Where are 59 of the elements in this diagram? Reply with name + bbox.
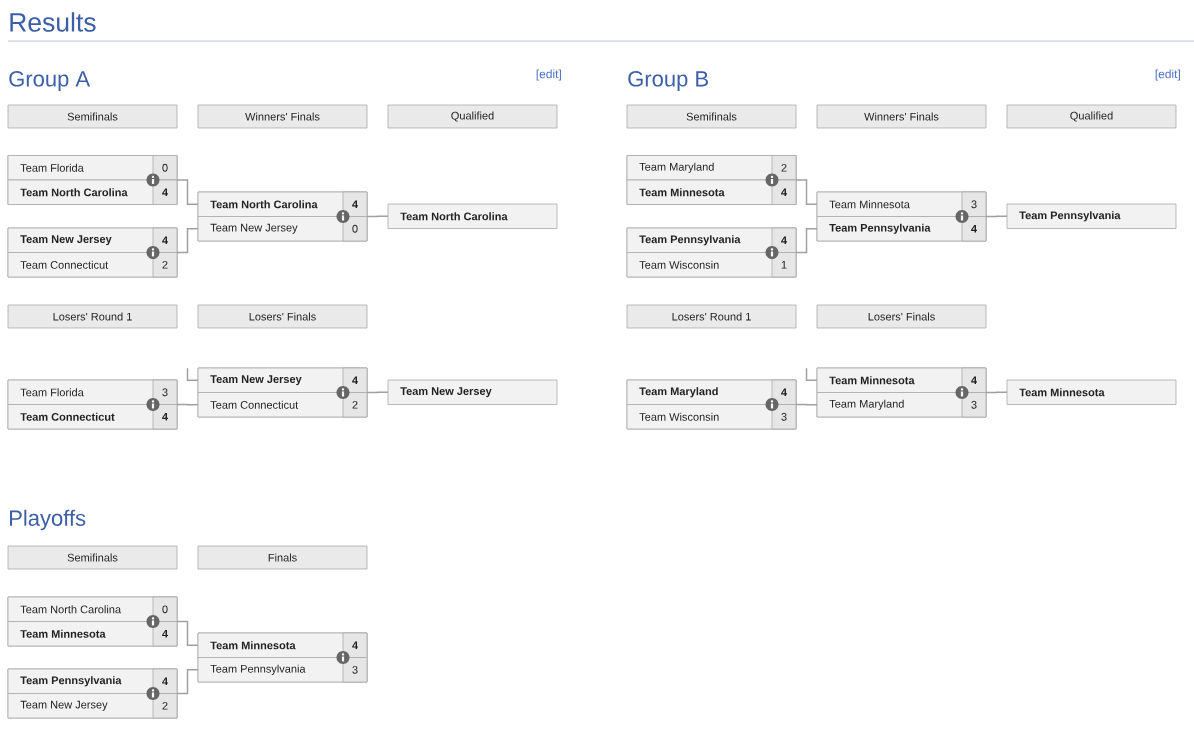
bracket-line	[795, 179, 818, 205]
bracket-line	[985, 391, 1008, 394]
score-cell: 4	[152, 404, 178, 430]
section-heading: Group A	[9, 71, 91, 91]
score-cell: 2	[152, 693, 178, 719]
column-header: Semifinals	[7, 104, 178, 129]
bracket-line	[795, 403, 818, 406]
column-header: Losers' Finals	[816, 304, 987, 329]
score-cell: 4	[342, 191, 368, 217]
team-box: Team North Carolina	[387, 203, 558, 229]
score-cell: 4	[771, 227, 797, 253]
column-header: Qualified	[387, 104, 558, 129]
team-box: Team Pennsylvania	[1006, 203, 1177, 229]
score-cell: 4	[342, 367, 368, 393]
score-cell: 3	[771, 404, 797, 430]
column-header: Semifinals	[7, 545, 178, 570]
page-title: Results	[10, 12, 96, 32]
bracket-line	[366, 391, 389, 394]
score-cell: 0	[342, 216, 368, 242]
bracket-line	[176, 669, 199, 695]
bracket-line	[805, 367, 818, 381]
column-header: Finals	[197, 545, 368, 570]
score-cell: 4	[961, 367, 987, 393]
column-header: Losers' Round 1	[626, 304, 797, 329]
score-cell: 4	[152, 227, 178, 253]
score-cell: 4	[961, 216, 987, 242]
bracket-line	[795, 228, 818, 254]
bracket-line	[176, 179, 199, 205]
bracket-line	[176, 403, 199, 406]
edit-link: [edit]	[536, 69, 561, 81]
bracket-line	[176, 228, 199, 254]
section-heading: Group B	[628, 71, 708, 91]
column-header: Semifinals	[626, 104, 797, 129]
column-header: Qualified	[1006, 104, 1177, 129]
score-cell: 4	[152, 179, 178, 205]
column-header: Winners' Finals	[197, 104, 368, 129]
column-header: Winners' Finals	[816, 104, 987, 129]
score-cell: 2	[342, 392, 368, 418]
score-cell: 3	[961, 191, 987, 217]
bracket-line	[186, 367, 199, 381]
column-header: Losers' Round 1	[7, 304, 178, 329]
bracket-line	[366, 215, 389, 218]
score-cell: 1	[771, 252, 797, 278]
score-cell: 2	[152, 252, 178, 278]
bracket-line	[985, 215, 1008, 218]
score-cell: 4	[152, 668, 178, 694]
score-cell: 0	[152, 596, 178, 622]
team-box: Team New Jersey	[387, 379, 558, 405]
score-cell: 4	[771, 179, 797, 205]
edit-link: [edit]	[1155, 69, 1180, 81]
score-cell: 3	[342, 657, 368, 683]
score-cell: 4	[771, 379, 797, 405]
score-cell: 3	[152, 379, 178, 405]
bracket-line	[176, 620, 199, 646]
score-cell: 4	[152, 621, 178, 647]
score-cell: 4	[342, 632, 368, 658]
team-box: Team Minnesota	[1006, 379, 1177, 405]
score-cell: 3	[961, 392, 987, 418]
column-header: Losers' Finals	[197, 304, 368, 329]
